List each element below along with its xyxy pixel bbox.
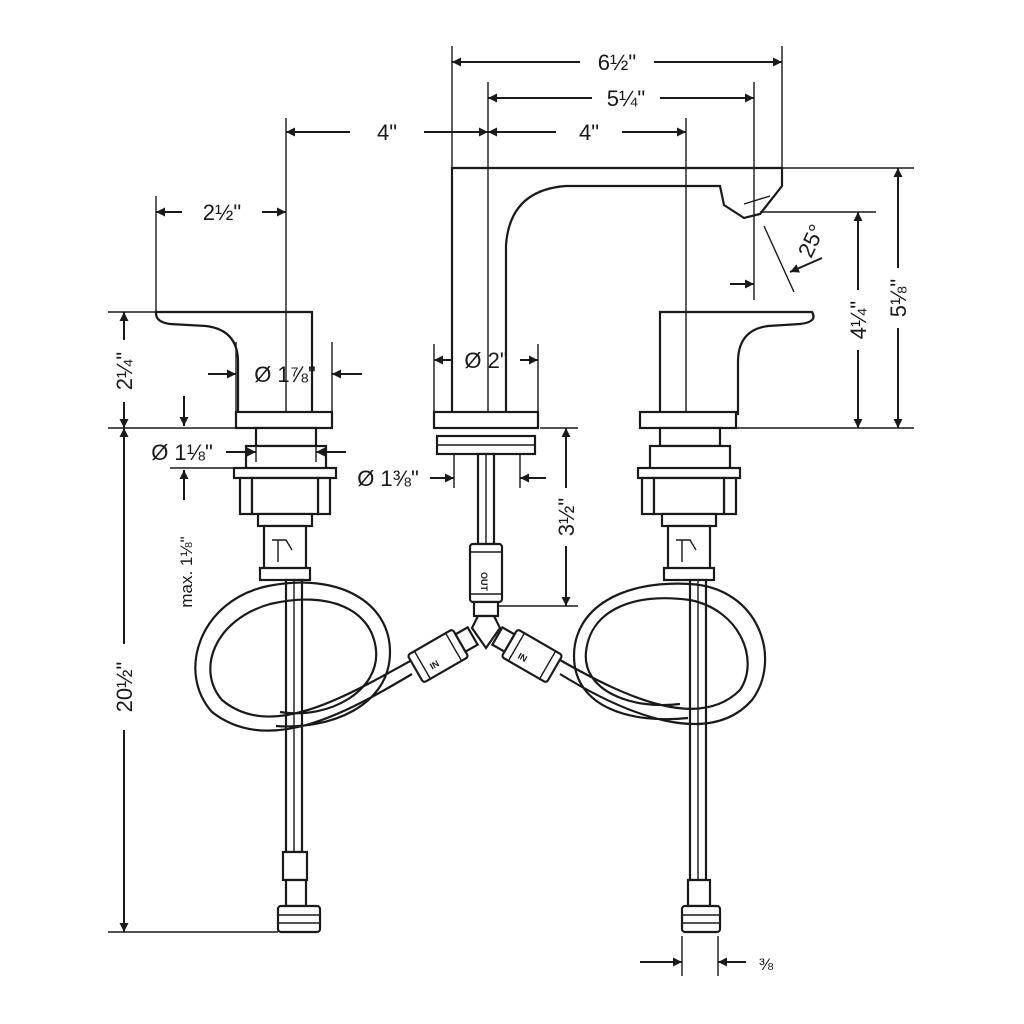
dim-connection-size: ⅜: [759, 955, 774, 974]
dim-spray-angle: 25°: [793, 220, 830, 261]
dim-max-deck-thickness: max. 1⅛": [177, 536, 196, 607]
dimension-lines: [119, 57, 903, 967]
dim-handle-shank-diameter: Ø 1⅛": [151, 440, 213, 465]
connector-label-center: OUT: [479, 572, 489, 592]
dim-overall-width: 6½": [598, 50, 636, 75]
left-hose: [194, 581, 480, 732]
dim-hose-length: 20½": [112, 662, 137, 713]
right-handle-valve: [636, 310, 815, 934]
dim-handle-length: 2½": [203, 200, 241, 225]
left-handle-valve: [154, 310, 338, 934]
connector-label-left: IN: [428, 658, 441, 671]
dim-spout-reach: 5¼": [607, 86, 645, 111]
dim-spout-shank-length: 3½": [554, 498, 579, 536]
dim-handle-base-height: 2¼": [112, 352, 137, 390]
spout: [432, 166, 784, 650]
dim-spout-shank-diameter: Ø 1⅜": [357, 466, 419, 491]
connector-label-right: IN: [516, 651, 529, 664]
right-hose: [490, 582, 767, 726]
dim-handle-base-diameter: Ø 1⅞": [254, 362, 316, 387]
dim-spout-total-height: 5⅛": [886, 279, 911, 317]
dim-left-spacing: 4": [377, 120, 397, 145]
dim-right-spacing: 4": [579, 120, 599, 145]
dim-spout-outlet-height: 4¼": [846, 301, 871, 339]
dim-spout-base-diameter: Ø 2": [464, 348, 507, 373]
